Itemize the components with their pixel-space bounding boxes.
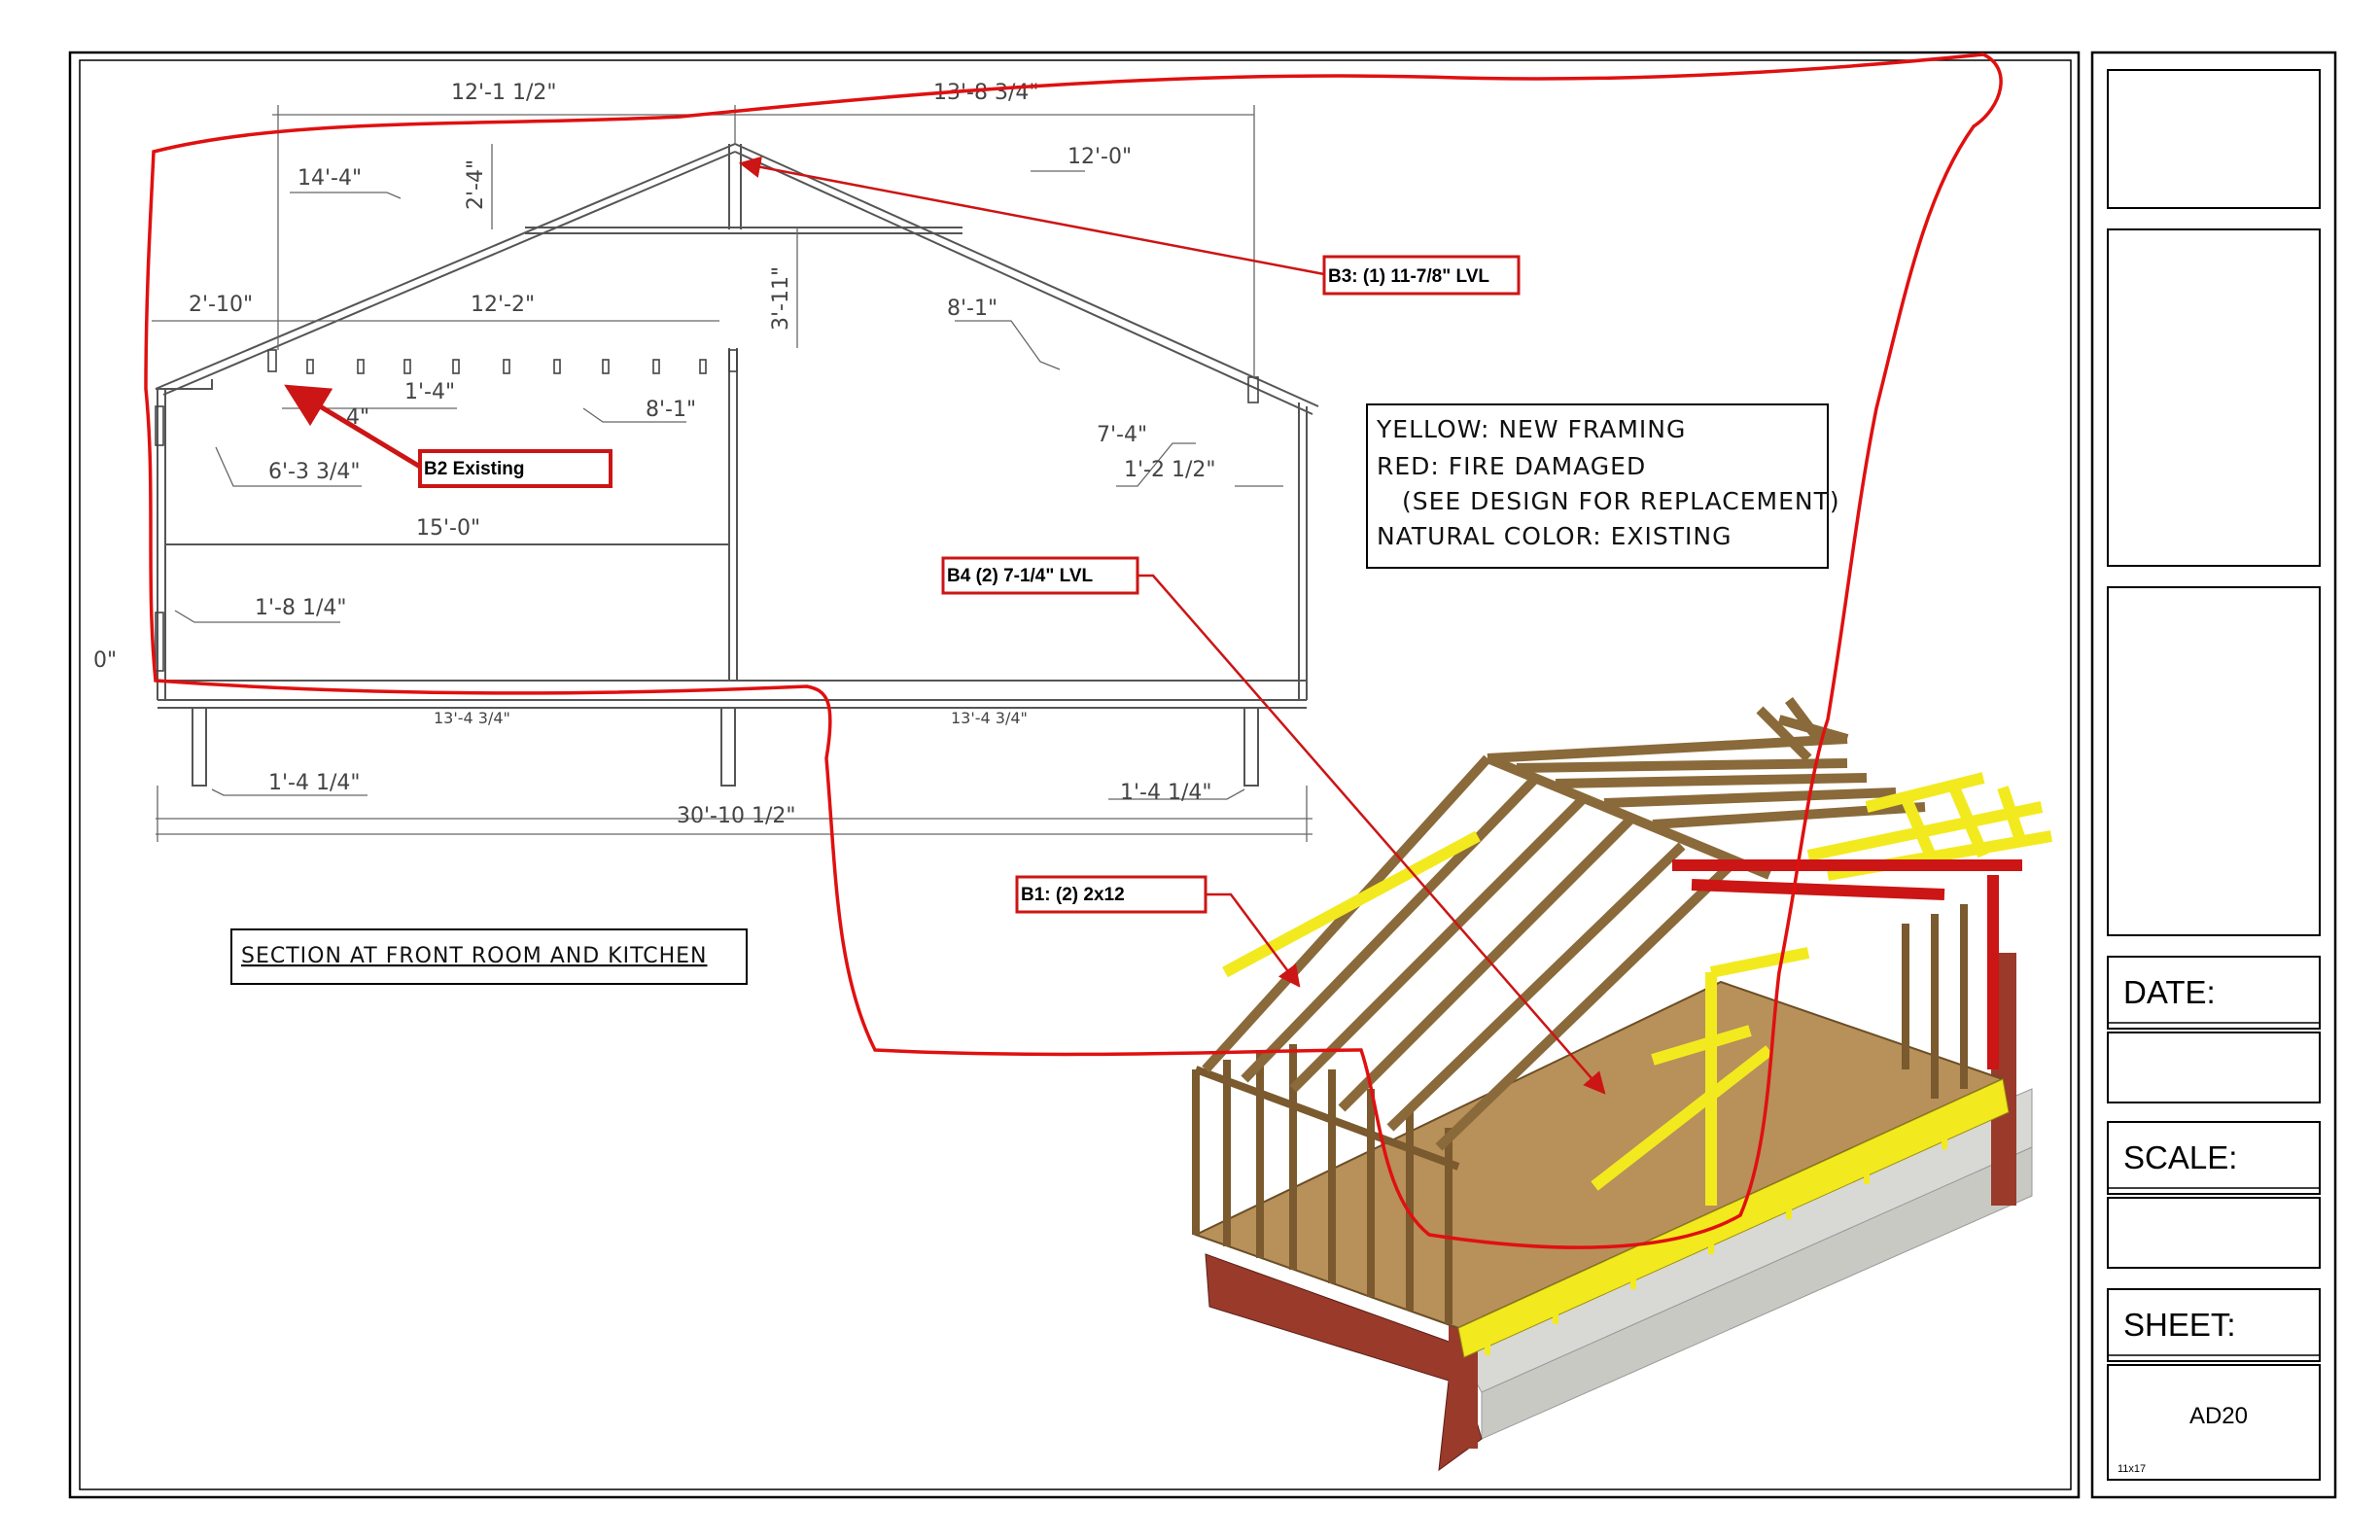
callouts: B3: (1) 11-7/8" LVL B2 Existing B4 (2) 7… (284, 156, 1606, 1095)
scale-label: SCALE: (2123, 1139, 2237, 1175)
dim-7-4: 7'-4" (1097, 423, 1147, 447)
dim-6-3: 6'-3 3/4" (268, 460, 361, 484)
dim-1-4-left: 1'-4 1/4" (268, 771, 361, 795)
dim-1-4-right: 1'-4 1/4" (1120, 781, 1212, 805)
color-legend: YELLOW: NEW FRAMING RED: FIRE DAMAGED (S… (1366, 403, 1840, 569)
dim-14-4: 14'-4" (298, 166, 362, 191)
scale-value-box (2107, 1197, 2321, 1269)
existing-rafters (1202, 697, 1926, 1151)
callout-b3-box (1322, 255, 1521, 296)
outer-border (68, 51, 2081, 1499)
callout-b1-text: B1: (2) 2x12 (1021, 885, 1125, 905)
title-block-box-2 (2107, 228, 2321, 567)
dim-2-10: 2'-10" (189, 293, 253, 317)
callout-b3-text: B3: (1) 11-7/8" LVL (1328, 266, 1489, 287)
fire-damaged-framing (1672, 859, 2022, 1069)
callout-b4-box (941, 556, 1139, 595)
section-dimension-text: 12'-1 1/2" 13'-8 3/4" 14'-4" 2'-4" 12'-0… (93, 81, 1216, 828)
legend-line-3: (SEE DESIGN FOR REPLACEMENT) (1402, 487, 1840, 515)
sheet-number-box (2107, 1364, 2321, 1481)
dim-1-4: 1'-4" (404, 380, 455, 404)
dim-8-1-top: 8'-1" (947, 297, 998, 321)
dimension-lines (152, 105, 1312, 842)
title-block-box-1 (2107, 69, 2321, 209)
dim-0: 0" (93, 648, 117, 673)
dim-12-0: 12'-0" (1068, 145, 1132, 169)
roof-left-slope (155, 143, 736, 390)
framing-3d-model (1192, 697, 2053, 1472)
section-title: SECTION AT FRONT ROOM AND KITCHEN (230, 928, 748, 985)
legend-line-2: RED: FIRE DAMAGED (1377, 452, 1646, 480)
dim-13-4-right: 13'-4 3/4" (951, 709, 1028, 727)
revision-cloud (144, 52, 2003, 1249)
dim-8-1: 8'-1" (646, 398, 696, 422)
ceiling-joists (155, 349, 1259, 672)
sheet-number: AD20 (2189, 1403, 2248, 1429)
callout-b4-text: B4 (2) 7-1/4" LVL (947, 566, 1094, 586)
dim-13-4-left: 13'-4 3/4" (434, 709, 510, 727)
callout-b2-text: B2 Existing (424, 459, 524, 479)
callout-b1-box (1015, 875, 1208, 914)
section-title-text: SECTION AT FRONT ROOM AND KITCHEN (241, 944, 708, 968)
dim-3-11: 3'-11" (769, 266, 793, 331)
dim-30-10: 30'-10 1/2" (677, 804, 796, 828)
roof-right-slope (734, 143, 1319, 407)
dim-12-2: 12'-2" (471, 293, 535, 317)
legend-line-4: NATURAL COLOR: EXISTING (1377, 522, 1732, 550)
date-box (2107, 956, 2321, 1030)
date-value-box (2107, 1032, 2321, 1103)
sheet-label: SHEET: (2123, 1307, 2236, 1343)
title-block-box-3 (2107, 586, 2321, 936)
dim-15-0: 15'-0" (416, 516, 480, 541)
inner-border (79, 59, 2072, 1490)
sheet-box (2107, 1288, 2321, 1362)
callout-b2-box (418, 449, 612, 488)
section-drawing (152, 105, 1319, 842)
scale-box (2107, 1121, 2321, 1195)
dim-1-2: 1'-2 1/2" (1124, 458, 1216, 482)
paper-size: 11x17 (2118, 1463, 2146, 1475)
dim-1-8: 1'-8 1/4" (255, 596, 347, 620)
date-label: DATE: (2123, 974, 2216, 1010)
dim-top-left: 12'-1 1/2" (451, 81, 557, 105)
dim-2-4: 2'-4" (464, 159, 488, 210)
legend-line-1: YELLOW: NEW FRAMING (1376, 415, 1686, 443)
title-block: DATE: SCALE: SHEET: AD20 11x17 (2090, 51, 2337, 1499)
